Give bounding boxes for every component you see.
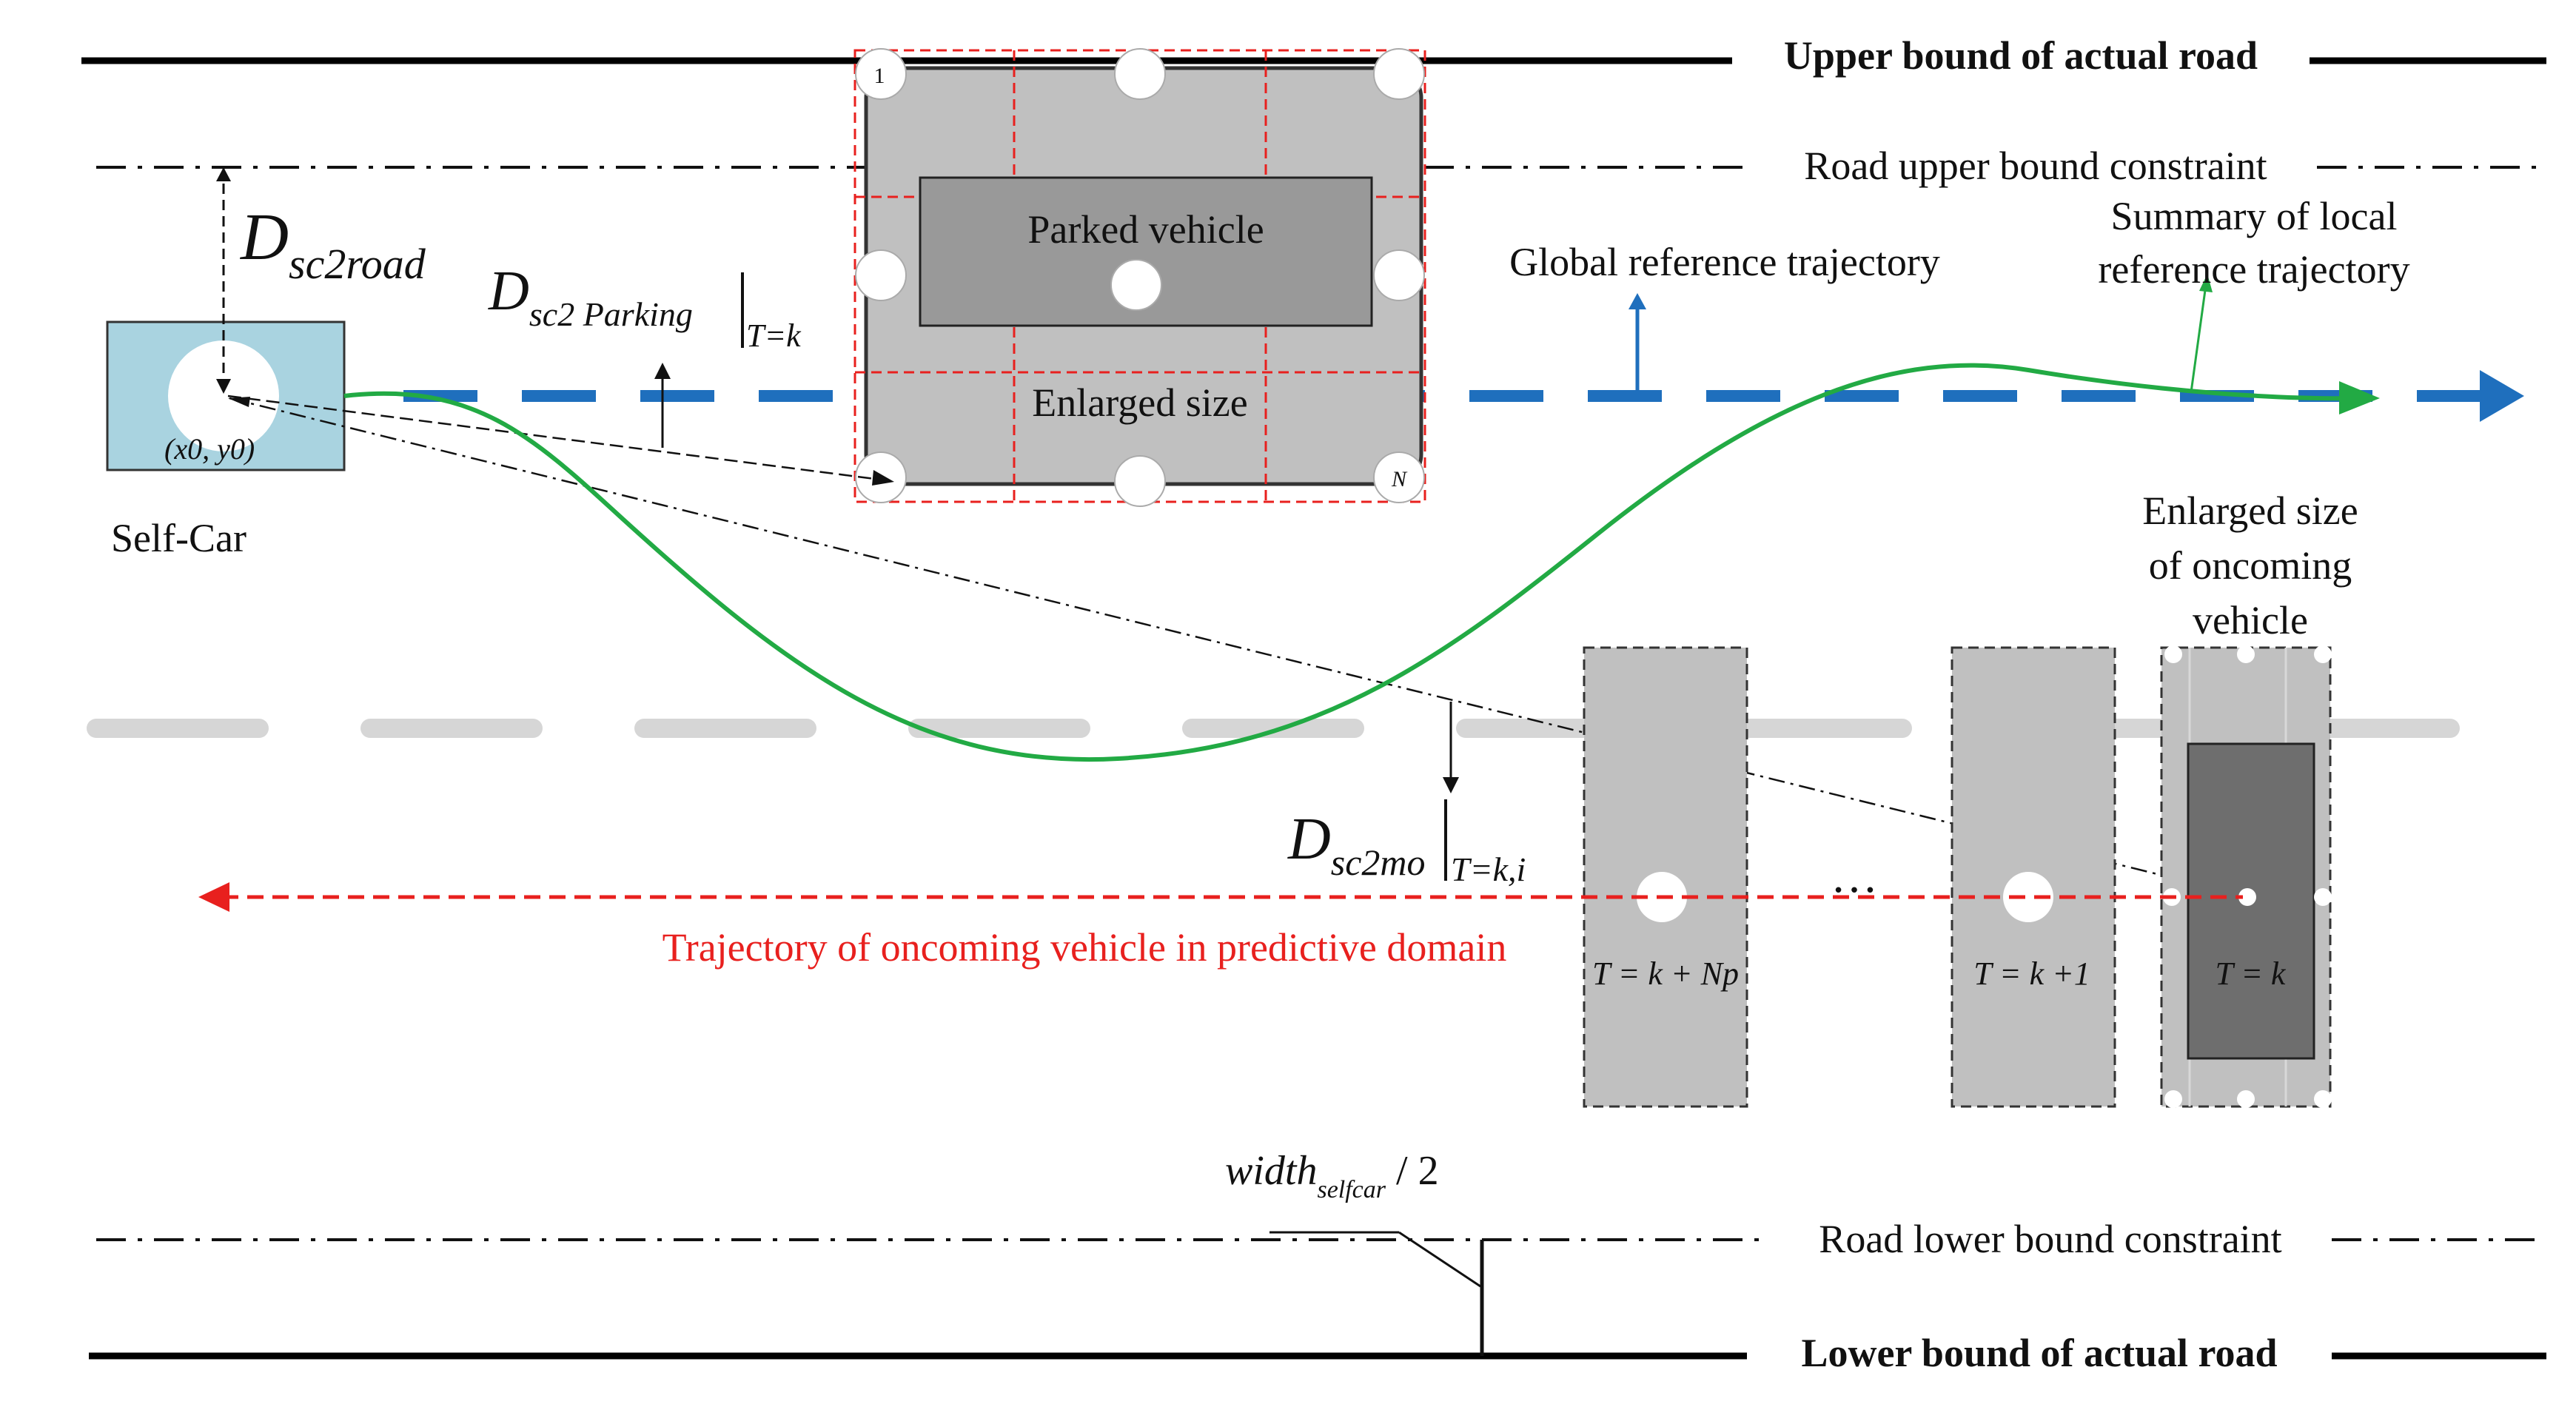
summary-local-label-2: reference trajectory xyxy=(2098,247,2409,292)
t-k-label: T = k xyxy=(2216,956,2287,992)
enlarged-oncoming-label-2: of oncoming xyxy=(2149,543,2352,588)
d-sc2road-main: D xyxy=(239,201,289,274)
oncoming-k-circle xyxy=(2164,1090,2182,1108)
width-label: widthselfcar / 2 xyxy=(1225,1148,1439,1203)
oncoming-k-circle xyxy=(2237,645,2255,663)
global-reference-arrowhead xyxy=(2480,370,2524,422)
d-sc2parking-arrowhead xyxy=(872,470,894,486)
enlarged-oncoming-label-1: Enlarged size xyxy=(2142,488,2358,533)
d-sc2road-arrow-top xyxy=(216,167,231,181)
parked-circle xyxy=(1114,48,1166,100)
t-k1-label: T = k +1 xyxy=(1973,956,2090,992)
parked-circle xyxy=(1110,259,1162,311)
upper-bound-label: Upper bound of actual road xyxy=(1784,33,2258,78)
oncoming-trajectory-label: Trajectory of oncoming vehicle in predic… xyxy=(663,925,1507,970)
parked-vehicle-label: Parked vehicle xyxy=(1027,207,1264,252)
parked-circles xyxy=(855,48,1425,507)
d-sc2parking-sub: sc2 Parking xyxy=(529,295,693,333)
oncoming-k-circle xyxy=(2164,645,2182,663)
road-upper-constraint-label: Road upper bound constraint xyxy=(1804,144,2267,188)
enlarged-size-label: Enlarged size xyxy=(1032,380,1247,425)
parked-circle xyxy=(1373,451,1425,503)
width-sub: selfcar xyxy=(1317,1176,1386,1203)
d-sc2mo-label: Dsc2mo xyxy=(1287,807,1426,883)
t-k-np-label: T = k + Np xyxy=(1592,956,1739,992)
d-sc2mo-pointer-head xyxy=(1443,777,1459,793)
ellipsis: … xyxy=(1831,850,1878,902)
local-reference-arrowhead xyxy=(2339,381,2380,414)
oncoming-k-circle xyxy=(2238,888,2256,906)
d-sc2parking-pointer-head xyxy=(654,363,671,379)
width-rest: / 2 xyxy=(1386,1148,1439,1194)
parked-corner-last-label: N xyxy=(1391,467,1408,491)
d-sc2mo-origin-arrowhead xyxy=(228,397,250,407)
parked-circle xyxy=(855,249,907,301)
oncoming-k-circle xyxy=(2314,645,2332,663)
lower-bound-label: Lower bound of actual road xyxy=(1801,1331,2277,1375)
width-leader-diagonal xyxy=(1398,1231,1481,1288)
d-sc2parking-label: Dsc2 Parking xyxy=(488,260,693,333)
d-sc2parking-line xyxy=(227,394,893,483)
d-sc2mo-eval: T=k,i xyxy=(1451,850,1526,888)
global-reference-label: Global reference trajectory xyxy=(1509,240,1940,284)
local-reference-pointer-head xyxy=(2199,274,2213,292)
oncoming-trajectory-arrowhead xyxy=(198,882,229,912)
oncoming-k-circles xyxy=(2163,645,2332,1108)
parked-circle xyxy=(1373,249,1425,301)
d-sc2mo-sub: sc2mo xyxy=(1331,842,1426,883)
d-sc2mo-line xyxy=(229,397,2251,899)
d-sc2mo-main: D xyxy=(1287,807,1331,872)
self-car-circle xyxy=(168,340,279,451)
parked-circle xyxy=(1373,48,1425,100)
d-sc2road-arrow-bottom xyxy=(216,379,231,394)
global-reference-pointer-head xyxy=(1629,293,1646,309)
parked-circle xyxy=(1114,455,1166,507)
oncoming-k-circle xyxy=(2314,1090,2332,1108)
self-car-label: Self-Car xyxy=(111,516,246,560)
oncoming-circle-k-1 xyxy=(2003,872,2053,922)
oncoming-k-circle xyxy=(2237,1090,2255,1108)
summary-local-label-1: Summary of local xyxy=(2111,194,2398,238)
road-lower-constraint-label: Road lower bound constraint xyxy=(1819,1217,2281,1261)
d-sc2parking-eval: T=k xyxy=(746,318,802,354)
width-main: width xyxy=(1225,1148,1317,1194)
self-car-origin-label: (x0, y0) xyxy=(164,432,255,466)
local-reference-trajectory xyxy=(343,363,2362,762)
d-sc2parking-main: D xyxy=(488,260,529,322)
parked-corner-first-label: 1 xyxy=(874,64,885,88)
oncoming-k-circle xyxy=(2314,888,2332,906)
parked-circle xyxy=(855,48,907,100)
enlarged-oncoming-label-3: vehicle xyxy=(2193,598,2308,642)
local-reference-pointer xyxy=(2190,284,2207,393)
d-sc2road-sub: sc2road xyxy=(289,240,426,288)
d-sc2road-label: Dsc2road xyxy=(239,201,426,288)
